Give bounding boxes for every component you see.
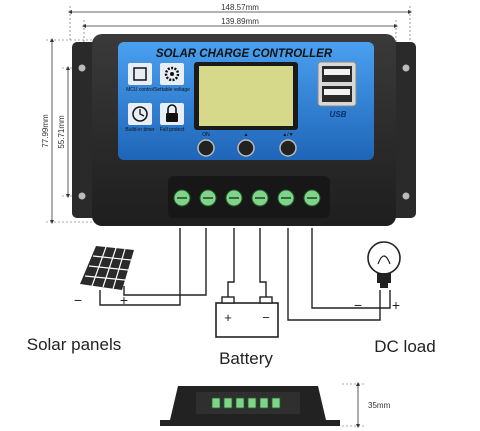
screw-hole (402, 192, 410, 200)
button-label-updown: ▲/▼ (282, 132, 293, 138)
battery-icon: + − (215, 296, 279, 338)
battery-label: Battery (219, 349, 273, 368)
chip-icon (128, 63, 152, 85)
mcu-label: MCU control (126, 87, 154, 93)
battery-minus-wire (259, 228, 267, 298)
screw-hole (402, 64, 410, 72)
up-button[interactable] (237, 139, 255, 157)
feature-icons: MCU control Settable voltage Build-in ti… (125, 63, 190, 133)
solar-minus-wire (99, 228, 181, 306)
inner-width-label: 139.89mm (221, 17, 259, 26)
depth-label: 35mm (368, 401, 391, 410)
down-button[interactable] (279, 139, 297, 157)
outer-height-label: 77.99mm (41, 114, 50, 148)
load-plus-sign: + (392, 297, 400, 313)
solar-panel-icon: − + (74, 246, 134, 308)
lcd-screen (199, 66, 293, 126)
inner-height-label: 55.71mm (57, 115, 66, 149)
solar-plus-wire (123, 228, 207, 296)
depth-dimension: 35mm (342, 382, 391, 428)
outer-width-label: 148.57mm (221, 3, 259, 12)
wiring (99, 228, 391, 321)
usb-label: USB (330, 110, 347, 119)
solar-minus-sign: − (74, 292, 82, 308)
button-label-on: ON (202, 132, 210, 138)
load-minus-wire (287, 228, 381, 321)
button-label-up: ▲ (244, 132, 249, 138)
screw-hole (78, 64, 86, 72)
voltage-label: Settable voltage (154, 87, 190, 93)
solar-panels-label: Solar panels (27, 335, 122, 354)
side-view (160, 386, 340, 426)
load-minus-sign: − (354, 297, 362, 313)
screw-hole (78, 192, 86, 200)
usb-ports: USB (317, 61, 357, 119)
protect-label: Full protect (160, 127, 185, 133)
light-bulb-icon: − + (354, 241, 401, 313)
control-buttons: ON ▲ ▲/▼ (197, 132, 297, 157)
solar-plus-sign: + (120, 292, 128, 308)
controller-body: SOLAR CHARGE CONTROLLER MCU control Sett… (92, 34, 396, 226)
menu-button[interactable] (197, 139, 215, 157)
battery-plus-sign: + (224, 310, 232, 325)
battery-minus-sign: − (262, 310, 270, 325)
controller-title: SOLAR CHARGE CONTROLLER (156, 48, 333, 60)
timer-label: Build-in timer (125, 127, 155, 133)
dc-load-label: DC load (374, 337, 435, 356)
battery-plus-wire (227, 228, 235, 298)
load-plus-wire (311, 228, 391, 309)
terminal-block (168, 176, 330, 218)
mounting-ears (72, 42, 416, 218)
